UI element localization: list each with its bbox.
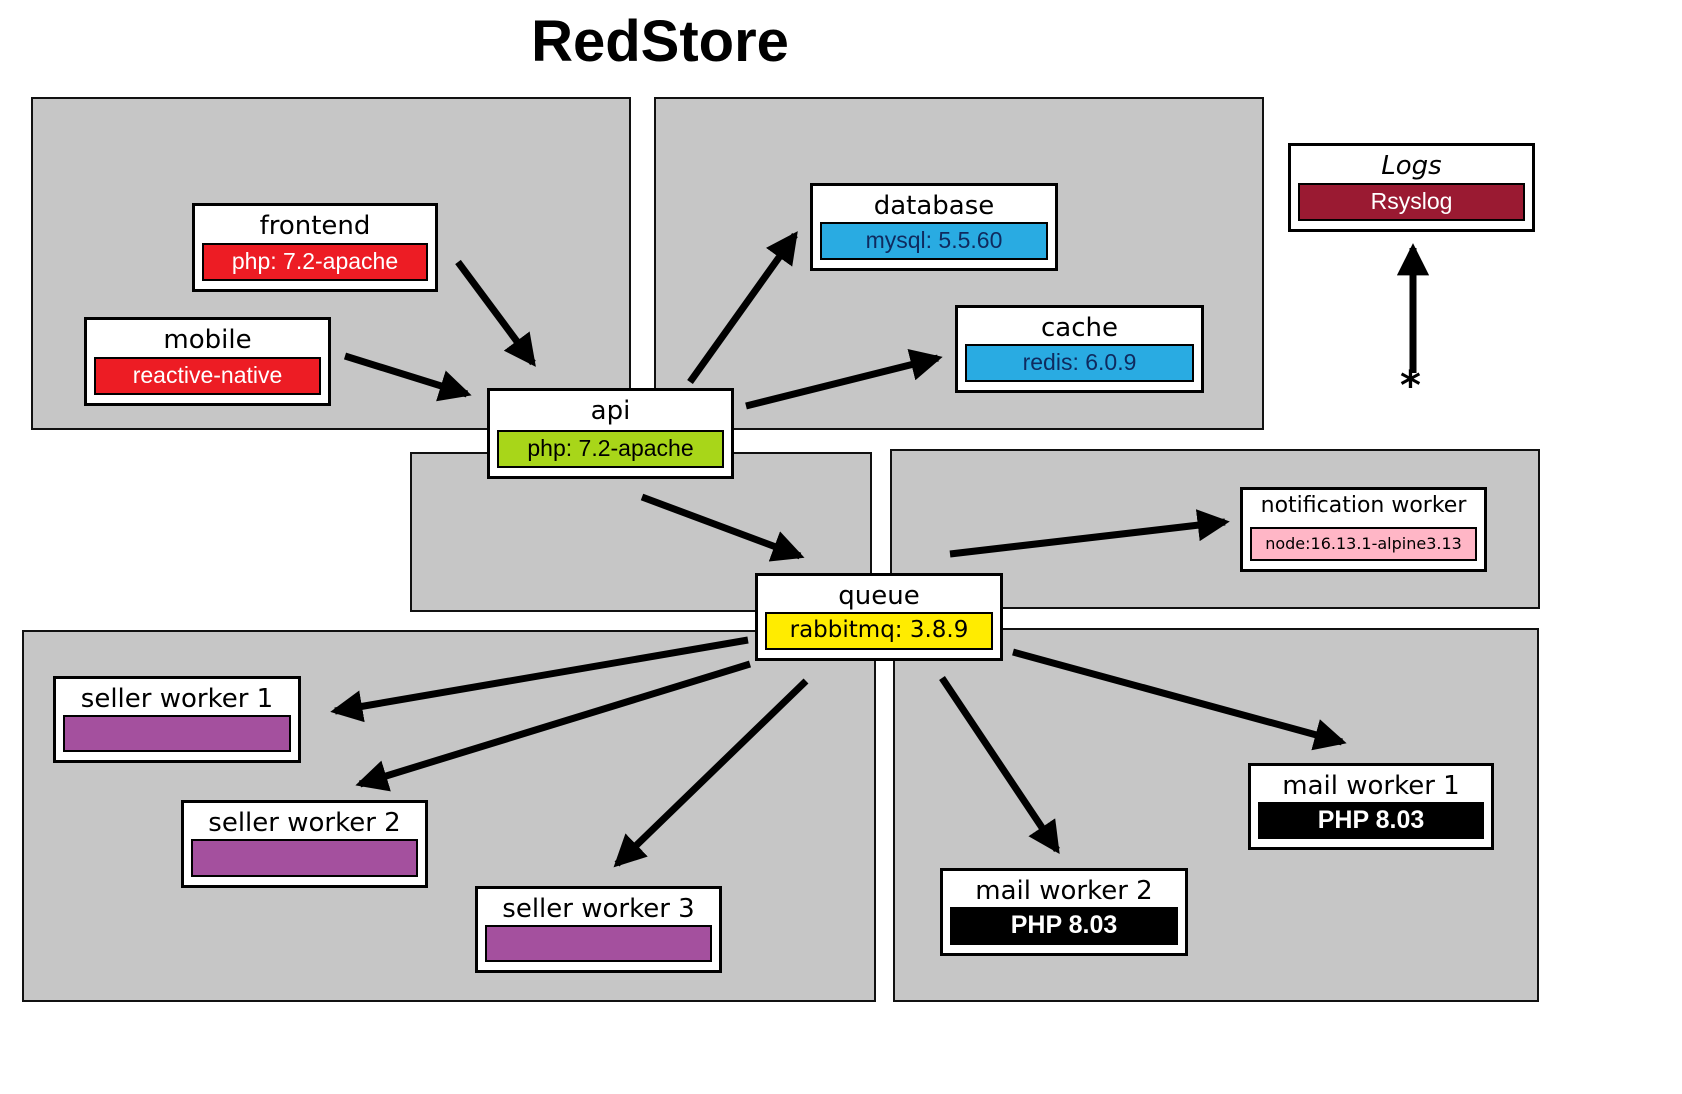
node-mobile-chip: reactive-native [94,357,321,395]
node-mail-worker-1-chip: PHP 8.03 [1258,802,1484,839]
node-mobile-title: mobile [163,325,252,355]
node-mobile: mobile reactive-native [84,317,331,406]
node-seller-worker-1-chip [63,715,291,752]
node-frontend-title: frontend [259,211,371,241]
node-cache-title: cache [1041,313,1118,343]
node-frontend: frontend php: 7.2-apache [192,203,438,292]
node-seller-worker-3-chip [485,925,712,962]
node-notification-worker: notification worker node:16.13.1-alpine3… [1240,487,1487,572]
node-seller-worker-1: seller worker 1 [53,676,301,763]
node-api-title: api [590,396,631,426]
node-seller-worker-2: seller worker 2 [181,800,428,888]
node-api: api php: 7.2-apache [487,388,734,479]
node-mail-worker-1: mail worker 1 PHP 8.03 [1248,763,1494,850]
node-database-chip: mysql: 5.5.60 [820,222,1048,260]
node-database: database mysql: 5.5.60 [810,183,1058,271]
node-queue-title: queue [838,581,920,611]
node-seller-worker-1-title: seller worker 1 [80,684,274,714]
node-mail-worker-2-chip: PHP 8.03 [950,907,1178,945]
node-cache: cache redis: 6.0.9 [955,305,1204,393]
node-cache-chip: redis: 6.0.9 [965,344,1194,382]
node-logs: Logs Rsyslog [1288,143,1535,232]
node-notification-worker-title: notification worker [1260,493,1467,518]
node-logs-title: Logs [1381,151,1442,181]
node-database-title: database [873,191,995,221]
node-frontend-chip: php: 7.2-apache [202,243,428,281]
asterisk-annotation: * [1400,363,1421,409]
node-seller-worker-2-chip [191,839,418,877]
node-mail-worker-2-title: mail worker 2 [975,876,1153,906]
node-seller-worker-3-title: seller worker 3 [502,894,695,924]
node-seller-worker-2-title: seller worker 2 [208,808,401,838]
node-mail-worker-2: mail worker 2 PHP 8.03 [940,868,1188,956]
node-queue: queue rabbitmq: 3.8.9 [755,573,1003,661]
page-title: RedStore [531,9,789,74]
node-notification-worker-chip: node:16.13.1-alpine3.13 [1250,527,1477,561]
node-mail-worker-1-title: mail worker 1 [1282,771,1460,801]
node-queue-chip: rabbitmq: 3.8.9 [765,612,993,650]
node-logs-chip: Rsyslog [1298,183,1525,221]
node-seller-worker-3: seller worker 3 [475,886,722,973]
node-api-chip: php: 7.2-apache [497,430,724,468]
